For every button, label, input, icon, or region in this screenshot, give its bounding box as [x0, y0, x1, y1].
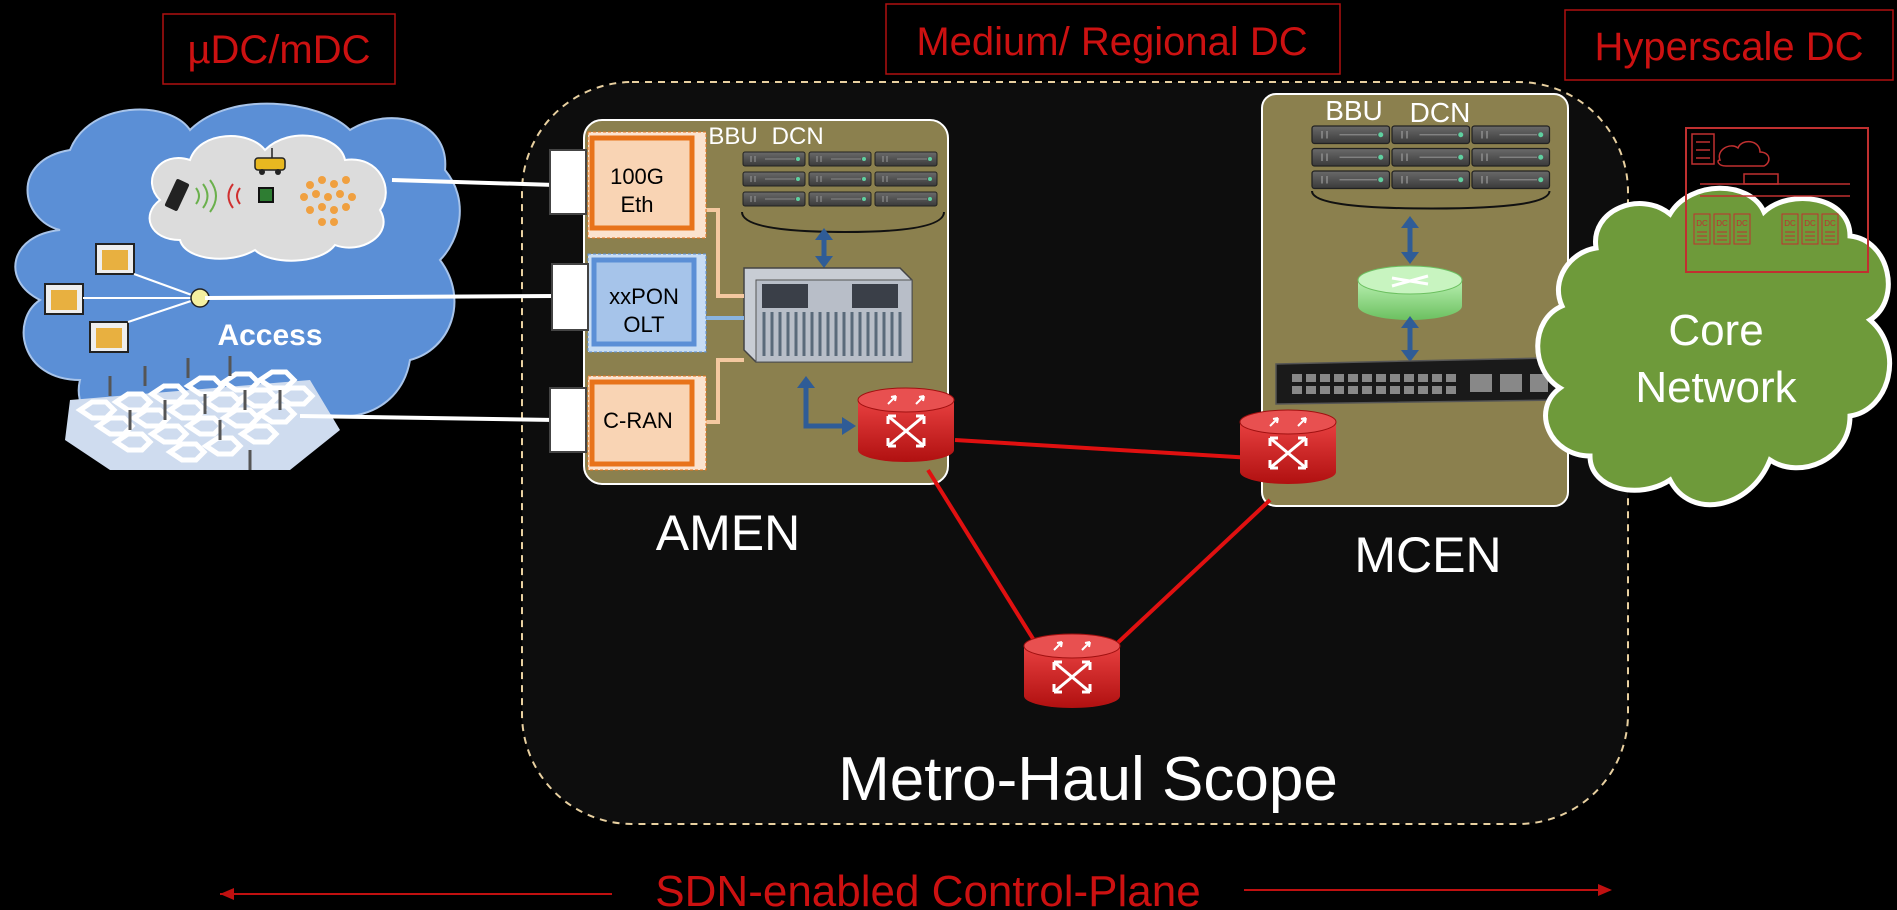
bottom-router-icon[interactable] [1022, 632, 1122, 710]
amen-router-icon[interactable] [856, 386, 956, 464]
mcen-label: MCEN [1354, 527, 1501, 583]
port-xxpon-line2: OLT [623, 312, 664, 337]
iot-chip-icon [258, 187, 274, 203]
metro-haul-scope-label: Metro-Haul Scope [838, 745, 1338, 814]
mcen-server-rack [1311, 125, 1551, 210]
access-link-eth [391, 178, 556, 187]
network-switch-icon [1275, 357, 1561, 405]
house-icon [95, 243, 135, 275]
hyperscale-dc-icon [1685, 127, 1869, 273]
hyperscale-title: Hyperscale DC [1595, 25, 1864, 69]
mcen-dcn-label: DCN [1410, 97, 1471, 128]
port-100g-eth-line2: Eth [620, 192, 653, 217]
access-link-cran [299, 414, 556, 422]
mcen-bbu-label: BBU [1325, 95, 1383, 126]
mdc-title-box: µDC/mDC [162, 13, 396, 85]
port-100g-eth-line1: 100G [610, 164, 664, 189]
regional-title-box: Medium/ Regional DC [885, 3, 1341, 75]
access-cloud: Access [14, 102, 461, 470]
port-c-ran-label: C-RAN [603, 408, 673, 433]
amen-bbu-label: BBU [708, 123, 757, 150]
house-icon [89, 321, 129, 353]
amen-node: BBU DCN [583, 119, 949, 485]
amen-label: AMEN [656, 505, 800, 561]
link-mcen-bottom [1108, 498, 1272, 652]
core-network-line1: Core [1668, 306, 1763, 355]
access-link-pon [204, 294, 556, 300]
access-label: Access [217, 319, 322, 352]
amen-router-arrow [803, 384, 848, 429]
port-connector-cran [549, 387, 587, 453]
house-icon [44, 283, 84, 315]
port-xxpon-line1: xxPON [609, 284, 679, 309]
amen-dcn-label: DCN [772, 123, 824, 150]
amen-server-rack [741, 151, 945, 234]
link-amen-bottom [926, 468, 1042, 652]
core-network-cloud: Core Network [1535, 185, 1893, 508]
port-c-ran[interactable]: C-RAN [587, 375, 707, 471]
sensor-cluster-icon [300, 176, 356, 226]
port-connector-pon [551, 263, 589, 331]
port-xxpon-olt[interactable]: xxPON OLT [587, 253, 707, 353]
mdc-title: µDC/mDC [187, 28, 370, 72]
regional-title: Medium/ Regional DC [916, 20, 1307, 64]
mcen-node: BBU DCN [1261, 93, 1569, 507]
olt-chassis [743, 267, 913, 363]
link-amen-mcen [954, 438, 1286, 462]
green-router-icon [1357, 265, 1463, 320]
cellular-grid-icon [65, 356, 340, 470]
port-100g-eth[interactable]: 100G Eth [587, 131, 707, 239]
control-plane-arrow: SDN-enabled Control-Plane [220, 867, 1612, 910]
phone-icon [164, 179, 190, 211]
vehicle-icon [254, 148, 286, 175]
core-network-line2: Network [1635, 363, 1797, 412]
port-connector-eth [549, 149, 587, 215]
wireless-signal-icon [195, 179, 217, 213]
mcen-router-icon[interactable] [1238, 408, 1338, 486]
hyperscale-title-box: Hyperscale DC [1564, 9, 1894, 81]
control-plane-label: SDN-enabled Control-Plane [655, 867, 1200, 910]
